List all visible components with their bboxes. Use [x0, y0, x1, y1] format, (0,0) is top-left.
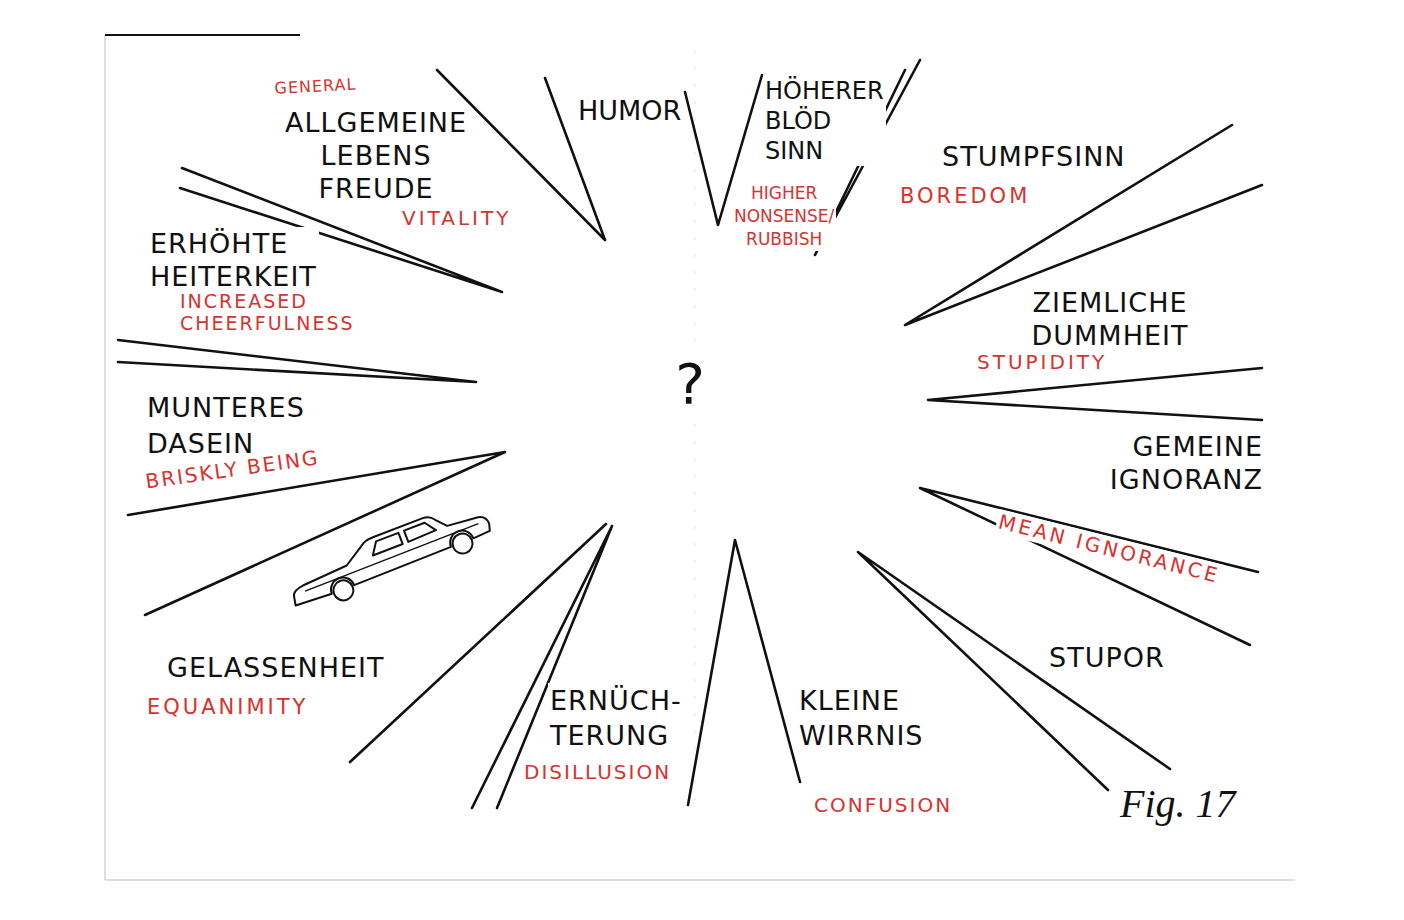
- translation-label: INCREASED CHEERFULNESS: [178, 290, 357, 334]
- term-label: ERNÜCH- TERUNG: [548, 683, 684, 753]
- term-label: GEMEINE IGNORANZ: [1108, 430, 1265, 496]
- frame-line: [105, 35, 106, 880]
- car-trim: [305, 524, 479, 592]
- translation-label: BOREDOM: [898, 184, 1032, 209]
- frame-line: [105, 880, 1295, 881]
- center-symbol: ?: [673, 350, 707, 417]
- spoke-wedge: [928, 368, 1262, 420]
- translation-label: HIGHER NONSENSE/ RUBBISH: [732, 182, 836, 251]
- spoke-wedge: [118, 340, 476, 382]
- frame-line: [105, 34, 300, 36]
- car-drawing: [283, 497, 497, 618]
- term-label: HUMOR: [576, 95, 683, 127]
- translation-label: VITALITY: [400, 206, 513, 230]
- spokes: [118, 60, 1262, 808]
- figure-caption: Fig. 17: [1118, 780, 1238, 828]
- term-label: STUPOR: [1047, 642, 1167, 674]
- translation-label: EQUANIMITY: [145, 695, 310, 720]
- car-wheel: [330, 577, 356, 603]
- translation-label: STUPIDITY: [975, 350, 1109, 374]
- spoke-wedge: [688, 540, 800, 805]
- term-label: GELASSENHEIT: [165, 652, 386, 684]
- translation-label: MEAN IGNORANCE: [994, 509, 1224, 588]
- page-frame: [105, 35, 1295, 880]
- translation-label: DISILLUSION: [522, 760, 673, 784]
- car-window: [404, 520, 436, 542]
- center-trace: [695, 50, 696, 800]
- spoke-wedge: [858, 552, 1170, 790]
- term-label: ZIEMLICHE DUMMHEIT: [1030, 286, 1191, 352]
- spoke-wedge: [920, 488, 1258, 645]
- term-label: HÖHERER BLÖD SINN: [763, 76, 886, 166]
- term-label: ALLGEMEINE LEBENS FREUDE: [283, 106, 469, 205]
- car-body: [283, 497, 493, 608]
- car-wheel: [450, 531, 476, 557]
- translation-label: CONFUSION: [812, 793, 954, 817]
- term-label: KLEINE WIRRNIS: [797, 683, 925, 753]
- translation-label: GENERAL: [272, 75, 359, 98]
- term-label: STUMPFSINN: [940, 141, 1128, 173]
- car-window: [369, 533, 403, 556]
- term-label: ERHÖHTE HEITERKEIT: [148, 227, 319, 293]
